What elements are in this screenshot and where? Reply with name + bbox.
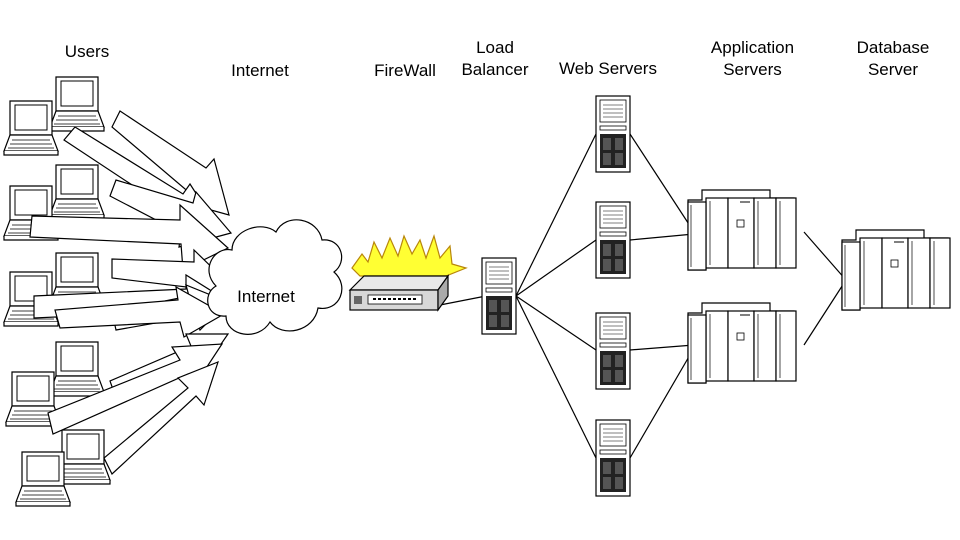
load-balancer-server-icon — [481, 257, 517, 335]
application-server-icon — [687, 189, 797, 271]
label-load-balancer: Load Balancer — [461, 38, 529, 79]
application-servers — [687, 189, 797, 384]
laptop-icon — [49, 164, 105, 220]
label-application-servers: Application Servers — [710, 38, 795, 79]
laptop-icon — [15, 451, 71, 507]
label-firewall: FireWall — [374, 61, 436, 80]
label-web-servers: Web Servers — [559, 59, 657, 78]
web-server-icon — [595, 312, 631, 390]
web-servers — [595, 95, 631, 497]
firewall-icon — [348, 234, 468, 312]
label-users: Users — [64, 42, 110, 61]
laptop-icon — [3, 100, 59, 156]
laptop-icon — [49, 341, 105, 397]
label-internet: Internet — [231, 61, 289, 80]
user-traffic-arrows — [29, 110, 233, 475]
connection-lines — [439, 133, 847, 459]
cloud-label: Internet — [237, 287, 295, 306]
application-server-icon — [687, 302, 797, 384]
web-server-icon — [595, 419, 631, 497]
label-database-server: Database Server — [856, 38, 930, 79]
database-server-icon — [841, 229, 951, 311]
web-server-icon — [595, 95, 631, 173]
internet-cloud: Internet — [207, 219, 343, 335]
laptop-icon — [49, 76, 105, 132]
web-server-icon — [595, 201, 631, 279]
